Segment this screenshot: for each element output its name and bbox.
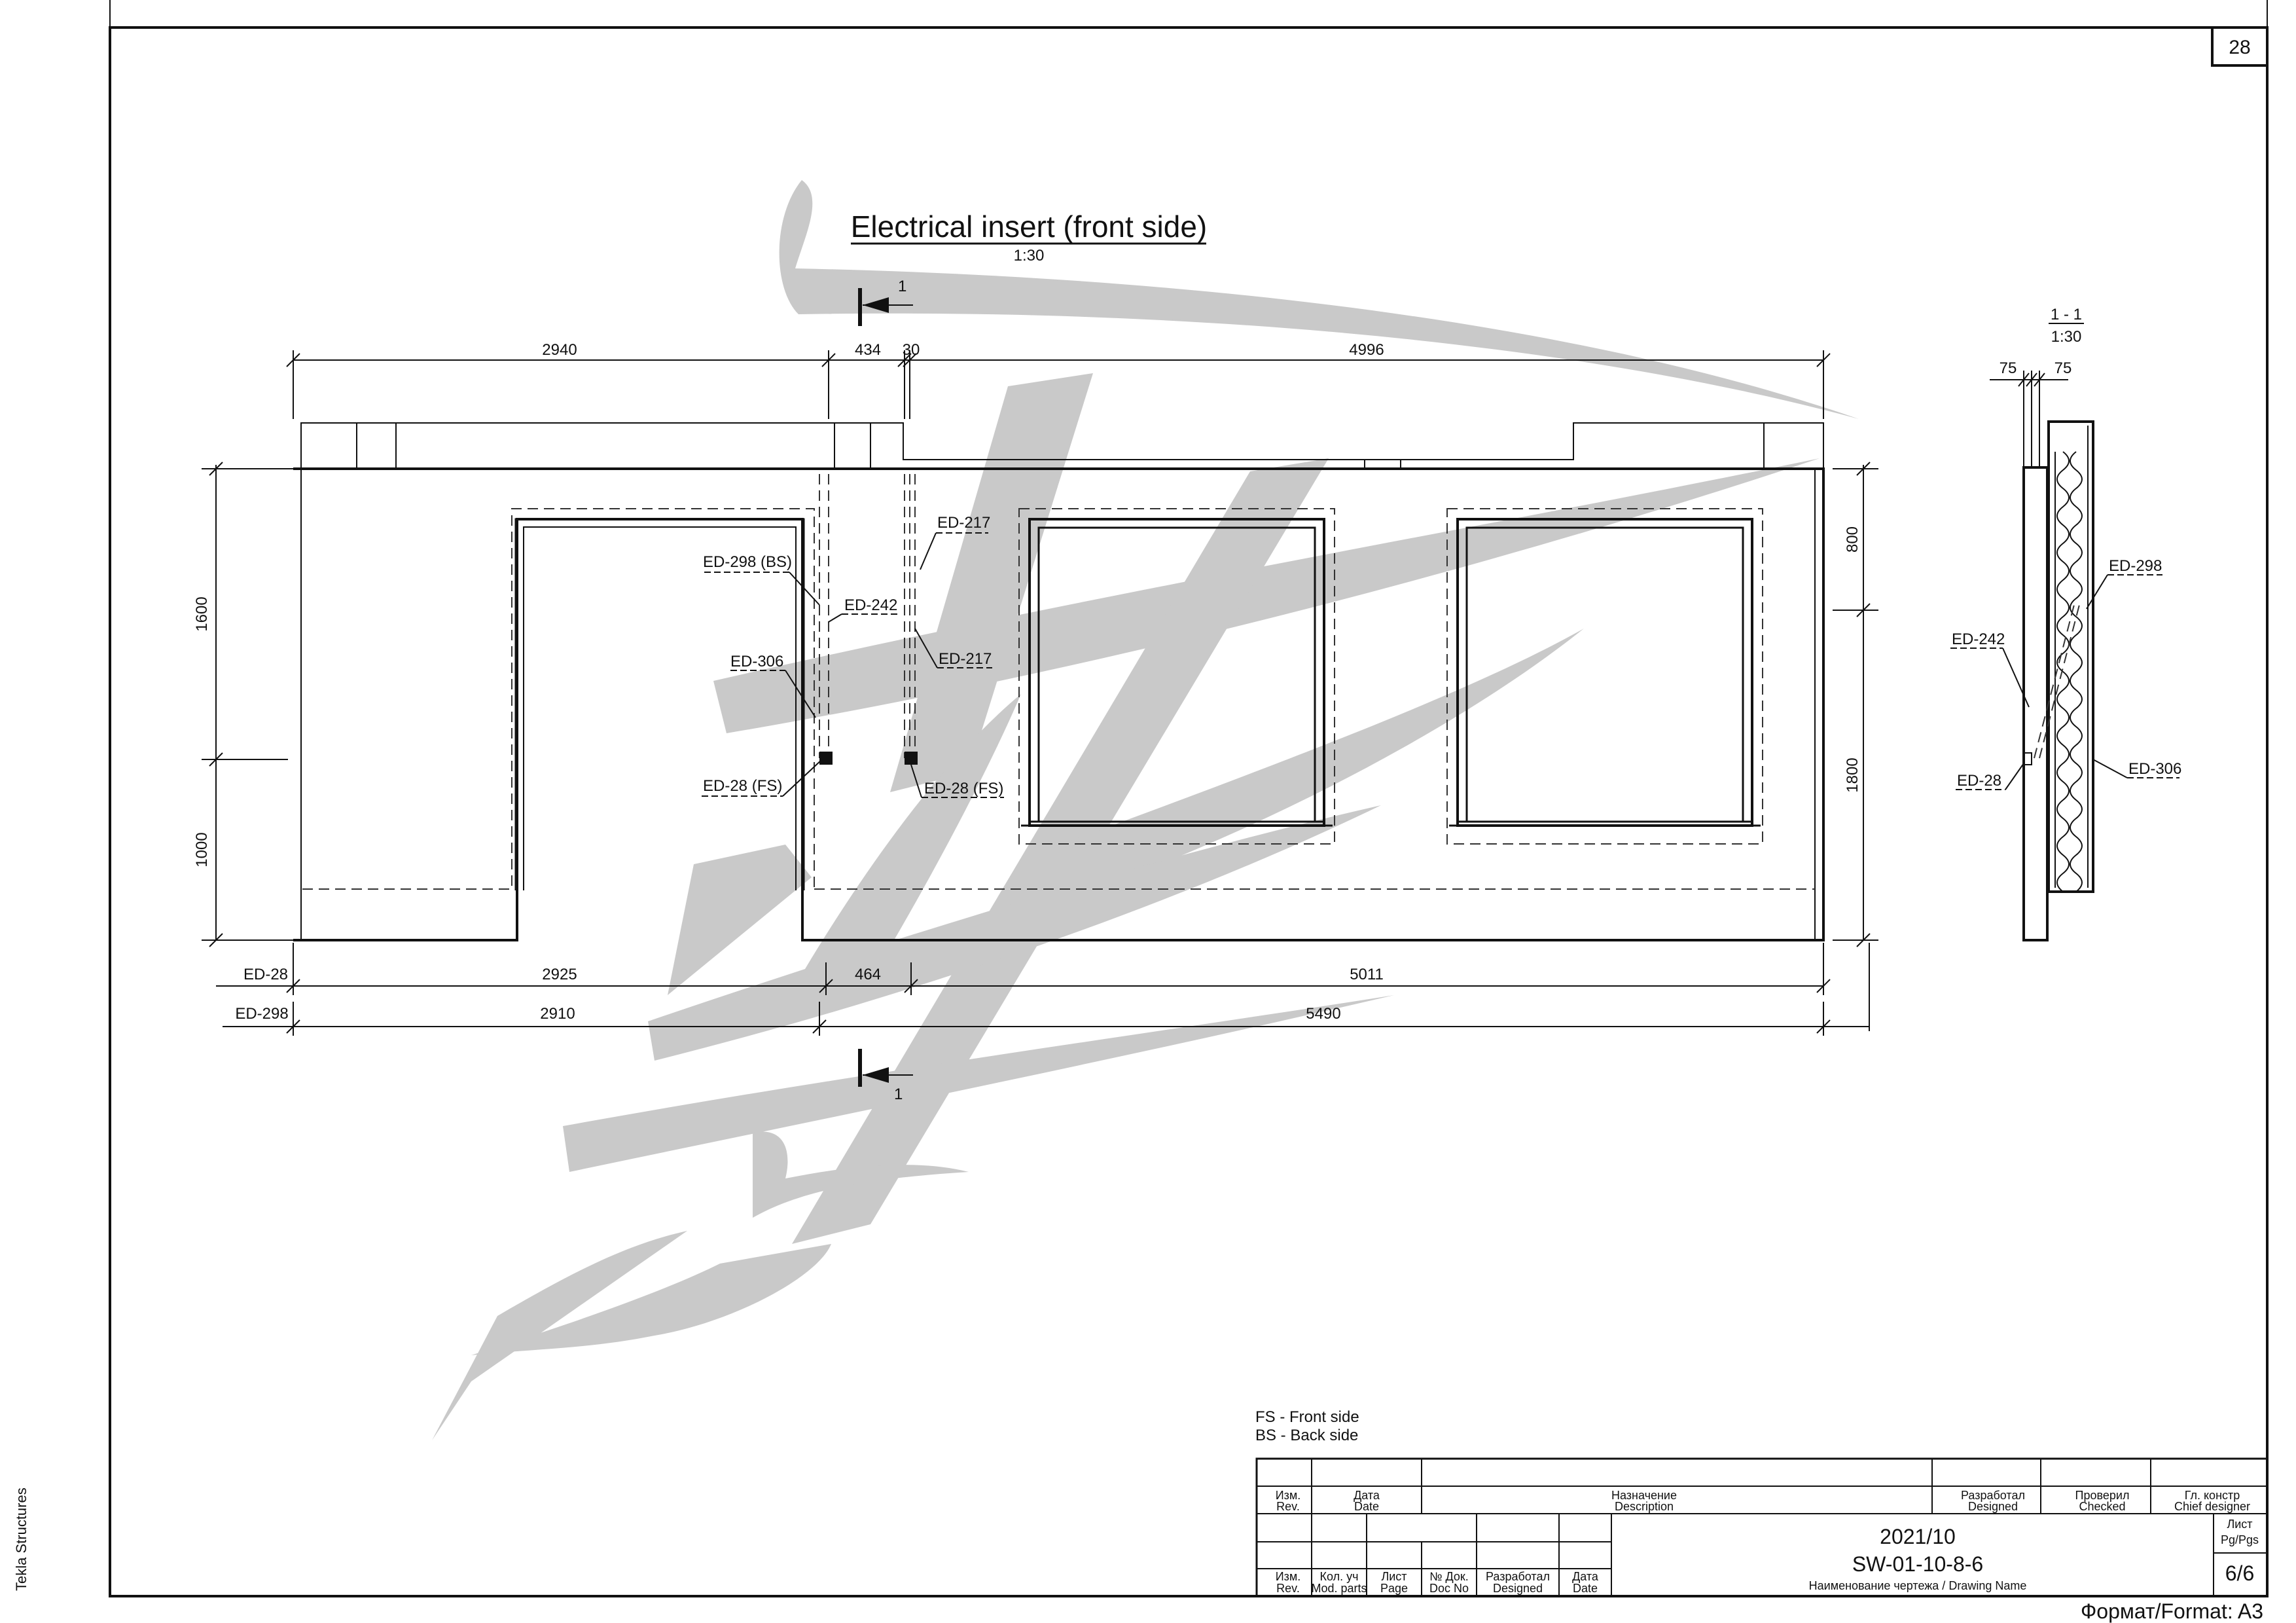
section-callout-ed306: ED-306 xyxy=(2128,760,2181,778)
rev-col-designed-en: Designed xyxy=(1968,1500,2018,1513)
pages-label-en: Pg/Pgs xyxy=(2221,1533,2259,1546)
block-col-date: Дата xyxy=(1572,1570,1599,1583)
section-leaders xyxy=(1950,574,2179,790)
block-col-designed: Разработал xyxy=(1486,1570,1550,1583)
dim-left-1600: 1600 xyxy=(193,596,211,631)
drawing-name-caption: Наименование чертежа / Drawing Name xyxy=(1809,1579,2027,1592)
callout-ed217-bottom: ED-217 xyxy=(939,650,992,668)
section-callout-ed298: ED-298 xyxy=(2109,557,2162,575)
dim-top-2940: 2940 xyxy=(542,341,577,359)
title-block xyxy=(1255,1457,2269,1597)
block-col-rev: Изм. xyxy=(1276,1570,1301,1583)
section-marker-top xyxy=(858,288,913,326)
dim-bottom-5011: 5011 xyxy=(1350,966,1384,983)
bottom-dimension-chain-ed28 xyxy=(216,943,1831,995)
callout-ed28-fs-right: ED-28 (FS) xyxy=(924,780,1003,797)
section-callout-ed242: ED-242 xyxy=(1952,630,2005,648)
socket-box-left xyxy=(819,752,833,765)
section-view-scale: 1:30 xyxy=(2051,328,2082,346)
left-dimension-chain xyxy=(202,462,293,947)
callout-ed298-bs: ED-298 (BS) xyxy=(703,553,792,571)
socket-box-right xyxy=(905,752,918,765)
elevation-leaders xyxy=(702,532,1004,798)
dim-bottom-ed28-label: ED-28 xyxy=(243,966,288,983)
block-col-mod-en: Mod. parts xyxy=(1311,1582,1367,1595)
view-scale: 1:30 xyxy=(1014,247,1045,264)
legend-fs: FS - Front side xyxy=(1255,1408,1359,1426)
callout-ed242: ED-242 xyxy=(844,596,897,614)
rev-col-date: Дата xyxy=(1354,1489,1380,1502)
pages-label: Лист xyxy=(2227,1518,2252,1531)
rev-col-chief: Гл. констр xyxy=(2185,1489,2240,1502)
sheet-format: Формат/Format: A3 xyxy=(2081,1599,2263,1623)
section-view-dims xyxy=(1990,371,2068,466)
dim-bottom-464: 464 xyxy=(855,966,881,983)
rev-col-desc: Назначение xyxy=(1611,1489,1677,1502)
rev-col-checked-en: Checked xyxy=(2079,1500,2125,1513)
legend-bs: BS - Back side xyxy=(1255,1427,1358,1444)
dim-bottom-2925: 2925 xyxy=(542,966,577,983)
section-marker-bottom xyxy=(858,1049,913,1087)
rev-col-checked: Проверил xyxy=(2075,1489,2130,1502)
section-marker-top-label: 1 xyxy=(898,278,906,295)
block-col-mod: Кол. уч xyxy=(1320,1570,1359,1583)
watermark-logo xyxy=(432,180,1859,1440)
block-col-page: Лист xyxy=(1381,1570,1407,1583)
dim-right-800: 800 xyxy=(1844,526,1861,553)
block-col-doc-en: Doc No xyxy=(1429,1582,1469,1595)
dim-top-434: 434 xyxy=(855,341,881,359)
block-col-page-en: Page xyxy=(1380,1582,1408,1595)
section-marker-bottom-label: 1 xyxy=(894,1085,903,1103)
callout-ed28-fs-left: ED-28 (FS) xyxy=(703,777,782,795)
pages-value: 6/6 xyxy=(2225,1561,2254,1585)
block-col-date-en: Date xyxy=(1573,1582,1598,1595)
rev-col-designed: Разработал xyxy=(1961,1489,2025,1502)
project-number: 2021/10 xyxy=(1880,1525,1956,1548)
callout-ed306: ED-306 xyxy=(730,653,783,670)
dim-right-1800: 1800 xyxy=(1844,757,1861,792)
bottom-dimension-chain-ed298 xyxy=(223,943,1870,1036)
wall-section xyxy=(2022,420,2094,941)
dim-top-4996: 4996 xyxy=(1349,341,1384,359)
block-col-doc: № Док. xyxy=(1429,1570,1469,1583)
dim-left-1000: 1000 xyxy=(193,832,211,867)
sheet-number: 28 xyxy=(2229,37,2250,58)
tekla-side-label: Tekla Structures xyxy=(13,1487,29,1591)
section-dim-75-left: 75 xyxy=(2000,359,2017,377)
right-dimension-chain xyxy=(1833,462,1878,947)
block-col-designed-en: Designed xyxy=(1493,1582,1543,1595)
section-callout-ed28: ED-28 xyxy=(1957,772,2001,790)
dim-bottom-ed298-label: ED-298 xyxy=(235,1005,288,1023)
dim-top-30: 30 xyxy=(903,341,920,359)
rev-col-rev: Изм. xyxy=(1276,1489,1301,1502)
callout-ed217-top: ED-217 xyxy=(937,514,990,532)
wall-elevation xyxy=(293,422,1825,941)
dim-bottom-2910: 2910 xyxy=(540,1005,575,1023)
top-dimension-chain xyxy=(286,350,1831,419)
rev-col-rev-en: Rev. xyxy=(1276,1500,1300,1513)
drawing-number: SW-01-10-8-6 xyxy=(1852,1552,1983,1576)
dim-bottom-5490: 5490 xyxy=(1306,1005,1340,1023)
sheet-frame xyxy=(109,0,2269,1597)
sheet-number-box xyxy=(2211,26,2269,67)
section-dim-75-right: 75 xyxy=(2054,359,2072,377)
title-block-text: Изм. Rev. Дата Date Назначение Descripti… xyxy=(1276,1489,2259,1595)
rev-col-date-en: Date xyxy=(1354,1500,1379,1513)
block-col-rev-en: Rev. xyxy=(1276,1582,1300,1595)
view-title: Electrical insert (front side) xyxy=(851,210,1208,244)
rev-col-desc-en: Description xyxy=(1615,1500,1674,1513)
section-view-title: 1 - 1 xyxy=(2051,306,2082,323)
rev-col-chief-en: Chief designer xyxy=(2174,1500,2250,1513)
